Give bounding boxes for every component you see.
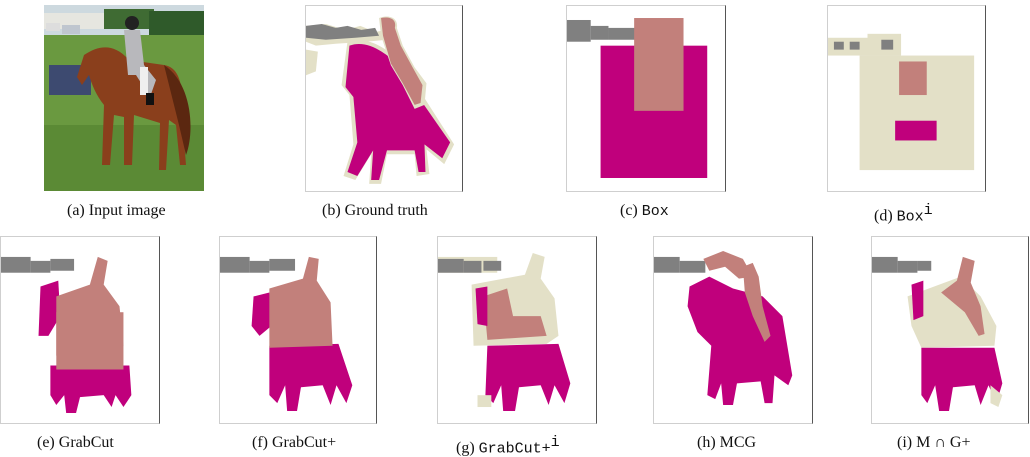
caption-mcg: (h) MCG [697,434,757,451]
caption-box: (c) Box [620,202,669,220]
caption-box-ignore-mono: Box [896,208,924,226]
caption-box-label: (c) [620,202,642,219]
caption-grabcut: (e) GrabCut [37,434,114,451]
mcg-mask [653,236,813,424]
input-image [44,5,204,191]
caption-ground-truth: (b) Ground truth [322,202,428,219]
caption-grabcut-plus-ignore: (g) GrabCut+i [456,434,560,457]
caption-grabcut-plus-ignore-mono: GrabCut+ [478,440,551,457]
grabcut-plus-mask [219,236,377,424]
caption-mcg-intersect-grabcut: (i) M ∩ G+ [897,434,971,451]
caption-box-ignore: (d) Boxi [874,202,933,225]
ground-truth-mask [305,5,463,192]
horse-photo-illustration [44,5,204,191]
caption-grabcut-plus-ignore-label: (g) [456,439,479,457]
box-ignore-mask [827,5,986,192]
caption-box-mono: Box [641,203,669,220]
caption-grabcut-plus-ignore-sup: i [550,434,560,451]
caption-grabcut-plus: (f) GrabCut+ [252,434,337,451]
caption-box-ignore-sup: i [923,202,933,219]
caption-box-ignore-label: (d) [874,207,897,225]
box-mask [566,5,726,192]
mcg-intersect-grabcut-mask [871,236,1029,424]
grabcut-plus-ignore-mask [437,236,597,424]
grabcut-mask [0,236,160,424]
caption-input-image: (a) Input image [67,202,166,219]
